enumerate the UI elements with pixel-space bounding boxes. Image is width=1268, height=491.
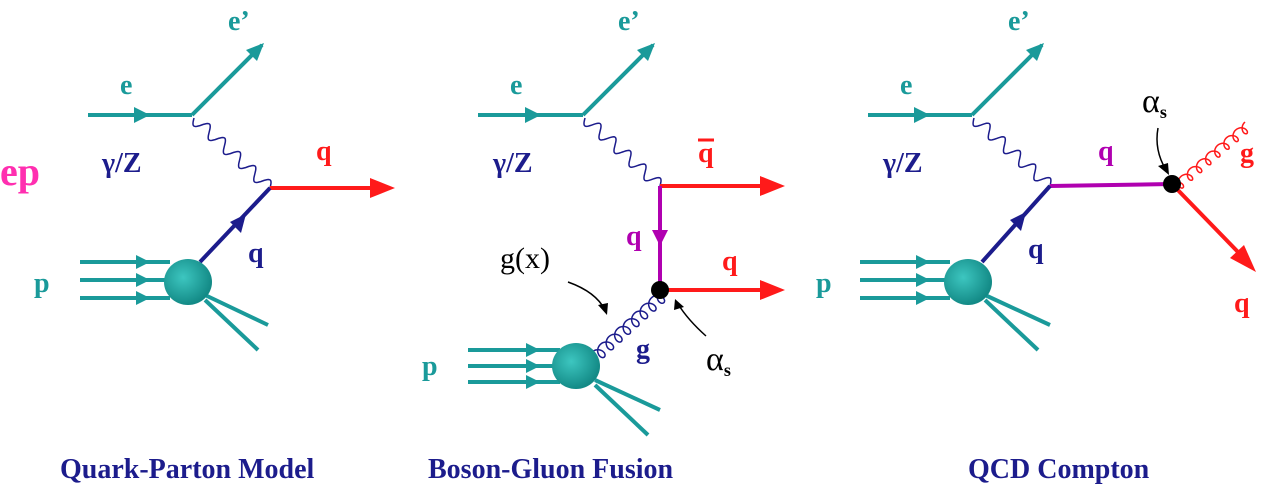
- label-electron-out: e’: [618, 6, 640, 37]
- electron-in-arrow: [525, 107, 541, 123]
- proton-arrow-2: [916, 273, 930, 287]
- label-boson: γ/Z: [492, 148, 533, 179]
- label-quark-out: q: [1234, 288, 1250, 319]
- electron-out-arrow: [637, 43, 655, 61]
- proton-arrow-3: [136, 291, 150, 305]
- label-electron-in: e: [900, 70, 912, 101]
- label-quark-propagator: q: [1098, 136, 1114, 167]
- proton-blob: [552, 343, 600, 389]
- electron-out-line: [970, 43, 1044, 117]
- proton-arrow-3: [526, 375, 540, 389]
- label-quark-propagator: q: [626, 221, 642, 252]
- panel-qcd-compton: e e’ γ/Z q αs g q q p QCD Compton: [816, 6, 1256, 485]
- label-quark-in: q: [1028, 234, 1044, 265]
- electron-out-line: [190, 43, 264, 117]
- label-proton: p: [34, 268, 50, 299]
- label-gluon: g: [636, 334, 650, 365]
- electron-out-line: [581, 43, 655, 117]
- proton-arrow-1: [136, 255, 150, 269]
- quark-propagator-line: [1049, 182, 1173, 188]
- label-antiquark: q: [698, 138, 714, 169]
- label-electron-in: e: [120, 70, 132, 101]
- quark-in-arrow: [230, 214, 246, 233]
- label-gluon-out: g: [1240, 138, 1254, 169]
- coupling-pointer: [677, 303, 707, 337]
- caption-boson-gluon-fusion: Boson-Gluon Fusion: [428, 454, 674, 485]
- remnant-line-2: [593, 383, 650, 437]
- gluon-line: [591, 289, 666, 359]
- proton-arrow-1: [526, 343, 540, 357]
- coupling-pointer-head: [674, 299, 684, 310]
- quark-out-arrow: [370, 178, 395, 198]
- label-proton: p: [422, 351, 438, 382]
- panel-boson-gluon-fusion: e e’ γ/Z q q q g(x) g αs p Boson-Gluon F…: [422, 6, 785, 485]
- caption-qcd-compton: QCD Compton: [968, 454, 1150, 485]
- proton-arrow-1: [916, 255, 930, 269]
- label-quark-out: q: [722, 246, 738, 277]
- label-electron-out: e’: [228, 6, 250, 37]
- gluon-out-line: [1171, 121, 1249, 189]
- quark-in-arrow: [1010, 212, 1026, 231]
- vertex-dot: [651, 281, 669, 299]
- quark-out-line: [1170, 182, 1240, 254]
- gluon-density-pointer-head: [598, 303, 608, 315]
- remnant-line-2: [203, 298, 260, 352]
- label-alpha-s: αs: [1142, 83, 1167, 122]
- label-boson: γ/Z: [101, 148, 142, 179]
- vertex-dot: [1163, 175, 1181, 193]
- proton-blob: [164, 259, 212, 305]
- photon-line: [583, 117, 662, 187]
- panel-quark-parton-model: ep e e’ γ/Z q q p Quark-Parton Model: [0, 6, 395, 485]
- photon-line: [192, 117, 272, 189]
- proton-arrow-2: [136, 273, 150, 287]
- process-label-ep: ep: [0, 149, 40, 194]
- proton-blob: [944, 259, 992, 305]
- antiquark-arrow: [760, 176, 785, 196]
- coupling-pointer: [1156, 127, 1167, 171]
- quark-out-arrow: [760, 280, 785, 300]
- label-alpha-s: αs: [706, 341, 731, 380]
- electron-in-arrow: [134, 107, 150, 123]
- label-gluon-density: g(x): [500, 242, 550, 275]
- proton-arrow-3: [916, 291, 930, 305]
- label-quark-out: q: [316, 136, 332, 167]
- label-electron-in: e: [510, 70, 522, 101]
- label-proton: p: [816, 268, 832, 299]
- electron-out-arrow: [1026, 43, 1044, 61]
- proton-arrow-2: [526, 359, 540, 373]
- label-quark-in: q: [248, 238, 264, 269]
- quark-propagator-arrow: [652, 230, 668, 246]
- remnant-line-1: [204, 293, 269, 327]
- coupling-pointer-head: [1158, 163, 1169, 175]
- remnant-line-1: [594, 378, 661, 412]
- quark-out-arrow: [1230, 245, 1256, 272]
- remnant-line-2: [983, 298, 1040, 352]
- electron-in-arrow: [914, 107, 930, 123]
- electron-out-arrow: [246, 43, 264, 61]
- remnant-line-1: [984, 293, 1051, 327]
- caption-quark-parton-model: Quark-Parton Model: [60, 454, 315, 485]
- label-electron-out: e’: [1008, 6, 1030, 37]
- photon-line: [972, 117, 1052, 187]
- label-boson: γ/Z: [882, 148, 923, 179]
